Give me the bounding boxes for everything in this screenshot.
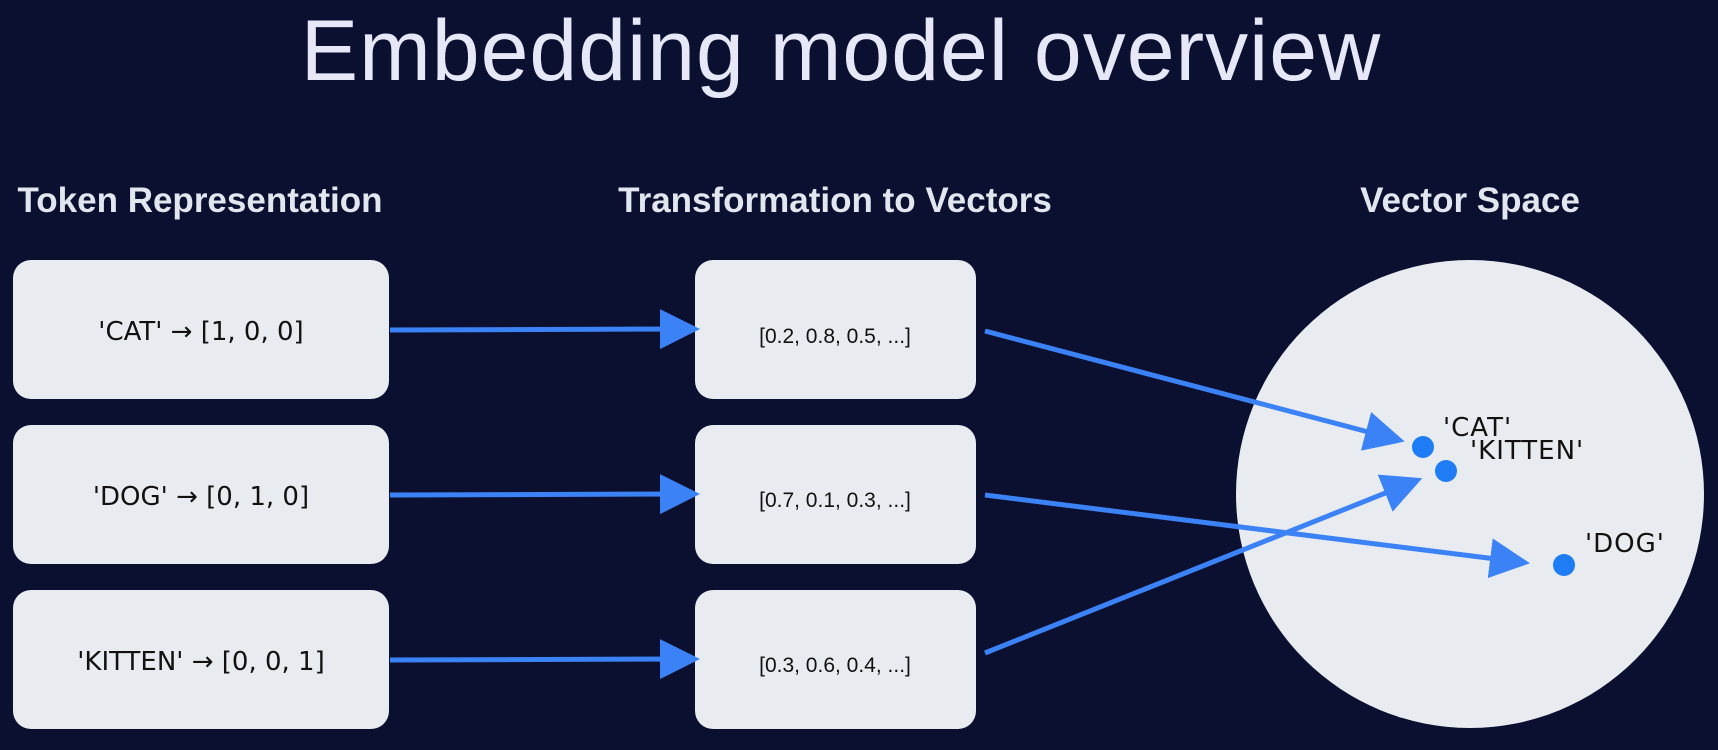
token-label: 'CAT' → [1, 0, 0] [98,317,303,347]
arrow-vector-to-point-dog [984,492,1530,579]
arrow-vector-to-point-kitten [984,474,1423,656]
token-box-dog: 'DOG' → [0, 1, 0] [13,425,389,564]
arrow-token-to-vector-cat [389,309,700,350]
arrow-vector-to-point-cat [984,328,1405,451]
point-label-dog: 'DOG' [1585,529,1665,559]
token-label: 'KITTEN' → [0, 0, 1] [77,647,324,677]
point-label-kitten: 'KITTEN' [1470,436,1584,466]
point-cat [1412,436,1434,458]
arrow-token-to-vector-kitten [389,639,700,680]
token-label: 'DOG' → [0, 1, 0] [93,482,309,512]
vector-box-cat: [0.2, 0.8, 0.5, ...] [695,260,976,399]
arrow-token-to-vector-dog [389,474,700,515]
point-label-cat: 'CAT' [1443,413,1512,443]
page-title: Embedding model overview [301,3,1381,99]
point-dog [1553,554,1575,576]
vector-label: [0.2, 0.8, 0.5, ...] [759,325,911,348]
heading-vector-space: Vector Space [1360,181,1580,220]
heading-token-representation: Token Representation [18,181,383,220]
vector-box-kitten: [0.3, 0.6, 0.4, ...] [695,590,976,729]
token-box-cat: 'CAT' → [1, 0, 0] [13,260,389,399]
vector-label: [0.7, 0.1, 0.3, ...] [759,489,911,512]
vector-space-circle [1236,260,1704,728]
vector-box-dog: [0.7, 0.1, 0.3, ...] [695,425,976,564]
point-kitten [1435,460,1457,482]
vector-label: [0.3, 0.6, 0.4, ...] [759,654,911,677]
heading-transformation-to-vectors: Transformation to Vectors [618,181,1052,220]
token-box-kitten: 'KITTEN' → [0, 0, 1] [13,590,389,729]
